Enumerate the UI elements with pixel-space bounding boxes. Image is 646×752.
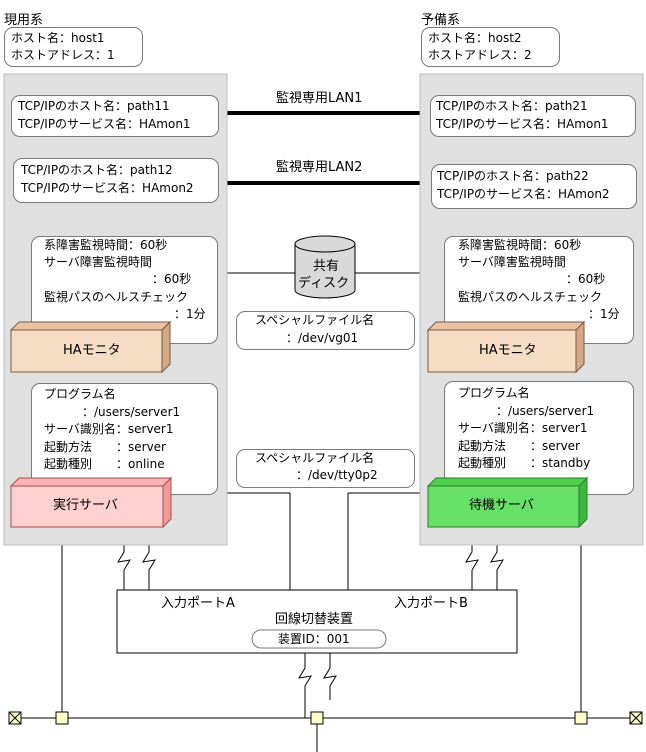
left-startup-method: 起動方法 ：server: [44, 440, 166, 454]
left-server-id: サーバ識別名：server1: [44, 422, 174, 436]
input-port-b-label: 入力ポートB: [394, 596, 468, 611]
right-server-fault-label: サーバ障害監視時間: [458, 255, 566, 269]
shared-disk-label-line2: ディスク: [298, 276, 350, 291]
left-terminator-icon: [8, 711, 22, 725]
left-program-path: ：/users/server1: [58, 405, 181, 419]
right-host-info-box: [421, 27, 560, 67]
right-server-id: サーバ識別名：server1: [458, 421, 588, 435]
special-file-2-path: ：/dev/tty0p2: [296, 468, 378, 482]
special-file-1-label: スペシャルファイル名: [255, 313, 375, 327]
input-port-a-label: 入力ポートA: [161, 596, 235, 611]
serial-line-zigzag: [298, 653, 312, 718]
left-lan2-hostname: TCP/IPのホスト名：path12: [21, 163, 173, 177]
right-lan1-hostname: TCP/IPのホスト名：path21: [436, 99, 588, 113]
left-health-check-label: 監視パスのヘルスチェック: [44, 290, 189, 304]
right-host-name: ホスト名：host2: [428, 31, 522, 45]
shared-disk-label-line1: 共有: [313, 259, 340, 274]
shared-disk-icon: [294, 235, 356, 299]
right-startup-type: 起動種別 ：standby: [458, 456, 591, 470]
right-terminator-icon: [629, 711, 643, 725]
left-program-name-label: プログラム名: [44, 387, 116, 401]
device-id-box: [251, 629, 387, 649]
network-node-center: [310, 711, 324, 725]
left-host-name: ホスト名：host1: [11, 31, 105, 45]
right-system-title: 予備系: [421, 13, 461, 28]
lan1-label: 監視専用LAN1: [276, 91, 363, 106]
left-ha-monitor-block: [9, 320, 172, 374]
left-server-fault-time: ：60秒: [104, 272, 192, 286]
left-lan1-hostname: TCP/IPのホスト名：path11: [18, 99, 170, 113]
right-program-info-box: [444, 381, 634, 495]
network-node-left: [55, 711, 69, 725]
device-id-label: 装置ID：001: [278, 632, 350, 646]
right-system-fault-time: 系障害監視時間：60秒: [458, 238, 582, 252]
right-lan1-config-box: [430, 95, 636, 137]
network-node-right: [574, 711, 588, 725]
right-startup-method: 起動方法 ：server: [458, 439, 580, 453]
special-file-1-box: [236, 311, 415, 350]
line-switcher-name: 回線切替装置: [275, 612, 354, 627]
left-host-address: ホストアドレス：1: [11, 48, 115, 62]
lan2-label: 監視専用LAN2: [276, 160, 363, 175]
left-server-fault-label: サーバ障害監視時間: [44, 255, 152, 269]
right-ha-monitor-block: [426, 320, 586, 374]
special-file-2-box: [236, 449, 415, 488]
standby-server-label: 待機サーバ: [469, 498, 534, 513]
special-file-2-label: スペシャルファイル名: [255, 451, 375, 465]
left-host-info-box: [4, 27, 143, 67]
standby-server-block: [426, 476, 589, 529]
left-startup-type: 起動種別 ：online: [44, 457, 165, 471]
left-lan2-service: TCP/IPのサービス名：HAmon2: [21, 181, 194, 195]
active-server-label: 実行サーバ: [53, 498, 118, 513]
right-server-fault-time: ：60秒: [518, 272, 606, 286]
right-program-name-label: プログラム名: [458, 386, 530, 400]
left-lan1-service: TCP/IPのサービス名：HAmon1: [18, 117, 191, 131]
left-lan2-config-box: [13, 158, 219, 203]
right-lan2-service: TCP/IPのサービス名：HAmon2: [437, 187, 610, 201]
right-lan2-hostname: TCP/IPのホスト名：path22: [437, 169, 589, 183]
left-system-fault-time: 系障害監視時間：60秒: [44, 238, 168, 252]
left-system-title: 現用系: [4, 13, 44, 28]
left-ha-monitor-label: HAモニタ: [63, 343, 121, 358]
special-file-1-path: ：/dev/vg01: [286, 331, 359, 345]
right-lan2-config-box: [431, 164, 637, 209]
right-health-check-time: ：1分: [528, 307, 620, 321]
right-host-address: ホストアドレス：2: [428, 48, 532, 62]
right-ha-monitor-label: HAモニタ: [479, 343, 537, 358]
right-health-check-label: 監視パスのヘルスチェック: [458, 290, 603, 304]
left-health-check-time: ：1分: [114, 307, 206, 321]
right-lan1-service: TCP/IPのサービス名：HAmon1: [436, 117, 609, 131]
left-lan1-config-box: [11, 95, 219, 137]
right-program-path: ：/users/server1: [472, 404, 595, 418]
active-server-block: [9, 476, 173, 529]
